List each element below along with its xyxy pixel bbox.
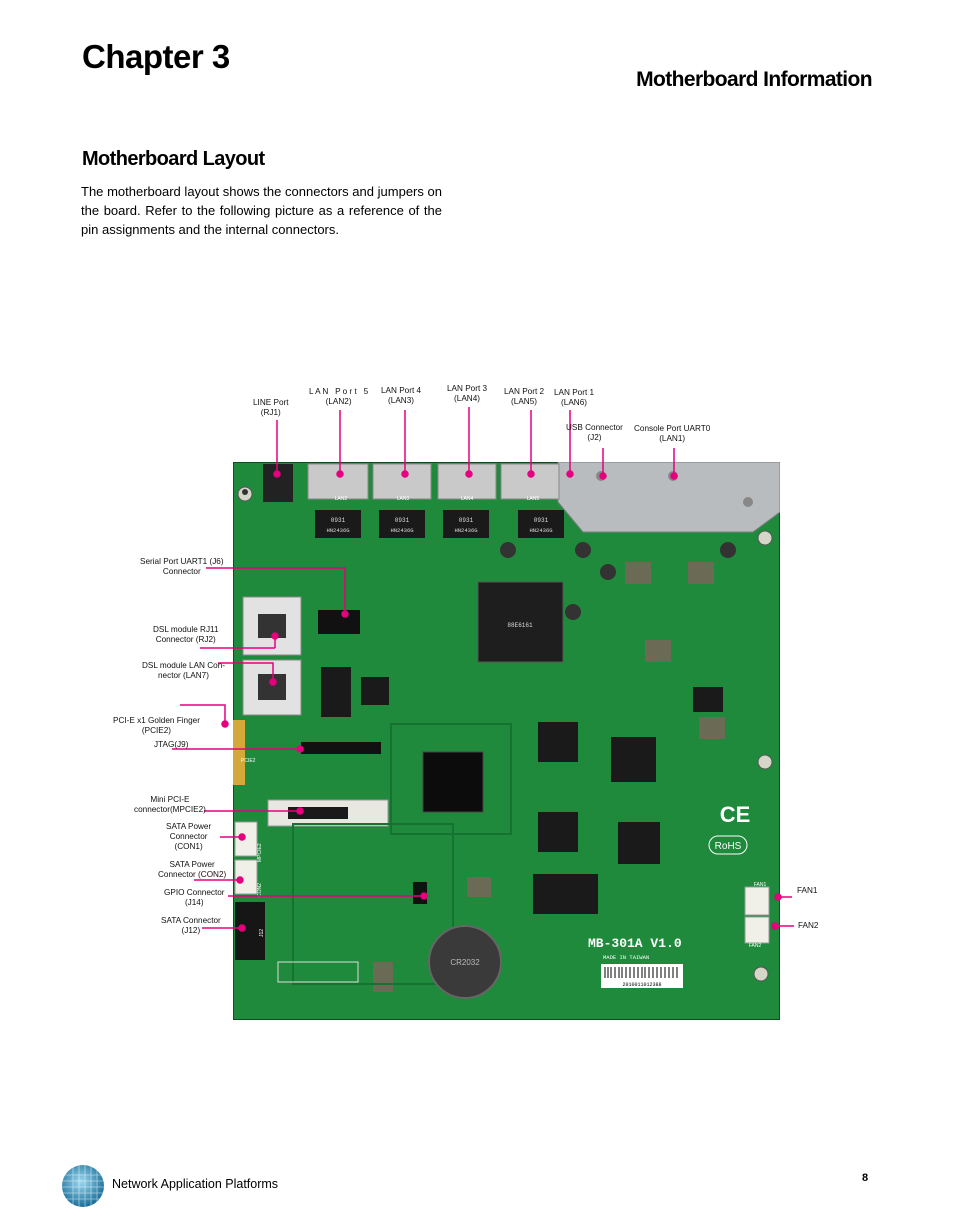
label-lan-port-5: L A N P o r t 5(LAN2) <box>309 387 369 406</box>
silk-pcie2: PCIE2 <box>241 758 256 764</box>
battery-label: CR2032 <box>450 958 480 967</box>
label-line-port: LINE Port(RJ1) <box>253 398 289 417</box>
rohs-mark: RoHS <box>715 841 742 852</box>
silk-j12: J12 <box>259 929 265 937</box>
svg-text:88E6161: 88E6161 <box>507 622 533 629</box>
magnetics-part-3: HN2436G <box>454 527 477 534</box>
label-jtag: JTAG(J9) <box>154 740 189 749</box>
silk-model: MB-301A V1.0 <box>588 936 682 951</box>
silk-serial: 2010011012388 <box>622 982 661 988</box>
subheading: Motherboard Layout <box>82 148 265 170</box>
motherboard-photo: 0931 0931 0931 0931 HN2436G HN2436G HN24… <box>233 462 780 1020</box>
magnetics-label-2: 0931 <box>395 517 410 524</box>
label-usb-connector: USB Connector(J2) <box>566 423 623 442</box>
silk-lan3: LAN3 <box>397 496 410 502</box>
silk-lan4: LAN4 <box>461 496 474 502</box>
silk-lan2: LAN2 <box>335 496 348 502</box>
magnetics-part-1: HN2436G <box>326 527 349 534</box>
footer-text: Network Application Platforms <box>112 1177 279 1191</box>
label-fan2: FAN2 <box>798 921 819 930</box>
magnetics-part-4: HN2436G <box>529 527 552 534</box>
label-pcie-finger: PCI-E x1 Golden Finger(PCIE2) <box>113 716 200 735</box>
silk-made-in: MADE IN TAIWAN <box>603 954 649 961</box>
company-logo-icon <box>62 1165 104 1207</box>
label-lan-port-1: LAN Port 1(LAN6) <box>554 388 595 407</box>
silk-mpcie2: MPCIE2 <box>257 843 263 862</box>
magnetics-label-3: 0931 <box>459 517 474 524</box>
intro-paragraph: The motherboard layout shows the connect… <box>81 184 442 237</box>
ce-mark: CE <box>720 802 751 827</box>
label-lan-port-3: LAN Port 3(LAN4) <box>447 384 488 403</box>
silk-fan2: FAN2 <box>749 943 762 949</box>
label-fan1: FAN1 <box>797 886 818 895</box>
magnetics-label-4: 0931 <box>534 517 549 524</box>
silk-fan1: FAN1 <box>754 882 767 888</box>
label-gpio: GPIO Connector(J14) <box>164 888 225 907</box>
silk-con2: CON2 <box>257 883 263 897</box>
label-console-port: Console Port UART0(LAN1) <box>634 424 711 443</box>
chapter-title: Chapter 3 <box>82 38 230 75</box>
magnetics-part-2: HN2436G <box>390 527 413 534</box>
page-number: 8 <box>862 1172 869 1184</box>
label-dsl-lan: DSL module LAN Con-nector (LAN7) <box>142 661 225 680</box>
magnetics-label-1: 0931 <box>331 517 346 524</box>
label-serial-port: Serial Port UART1 (J6)Connector <box>140 557 224 576</box>
label-lan-port-2: LAN Port 2(LAN5) <box>504 387 545 406</box>
silk-lan5: LAN5 <box>527 496 540 502</box>
label-sata-connector: SATA Connector(J12) <box>161 916 221 935</box>
section-title: Motherboard Information <box>636 68 872 91</box>
label-lan-port-4: LAN Port 4(LAN3) <box>381 386 422 405</box>
